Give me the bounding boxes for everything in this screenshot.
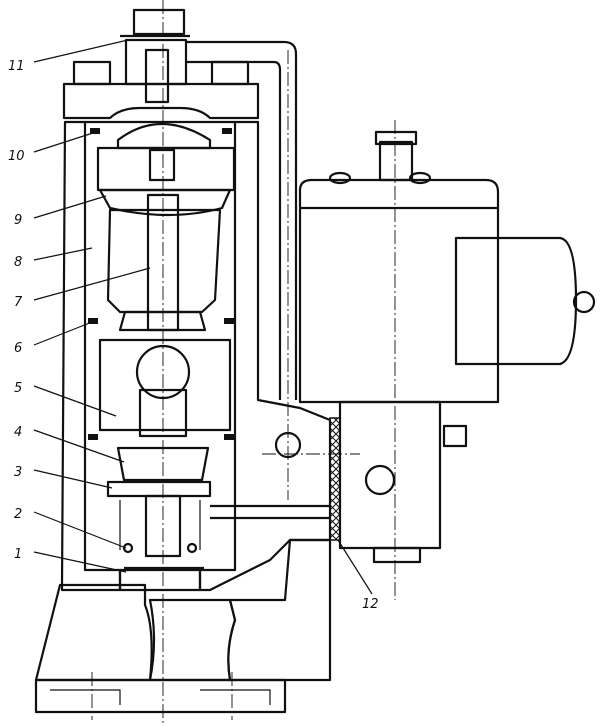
piston-assembly xyxy=(96,0,236,726)
callout-9: 9 xyxy=(14,213,22,228)
callout-12: 12 xyxy=(362,597,379,612)
lower-chamber xyxy=(98,338,232,570)
callout-5: 5 xyxy=(14,381,22,396)
vent-pipe xyxy=(186,40,298,500)
leader-lines xyxy=(33,39,373,595)
callout-7: 7 xyxy=(14,295,23,310)
solenoid-housing xyxy=(262,120,596,600)
callout-2: 2 xyxy=(14,507,22,522)
callout-1: 1 xyxy=(14,547,22,562)
gasket-12 xyxy=(210,417,341,541)
callout-3: 3 xyxy=(14,465,22,480)
callout-10: 10 xyxy=(8,149,25,164)
callout-4: 4 xyxy=(14,425,22,440)
seals xyxy=(88,128,234,440)
callout-8: 8 xyxy=(14,255,22,270)
top-cover xyxy=(62,8,260,120)
callout-11: 11 xyxy=(8,59,25,74)
callout-6: 6 xyxy=(14,341,22,356)
cylinder-housing xyxy=(60,120,332,592)
